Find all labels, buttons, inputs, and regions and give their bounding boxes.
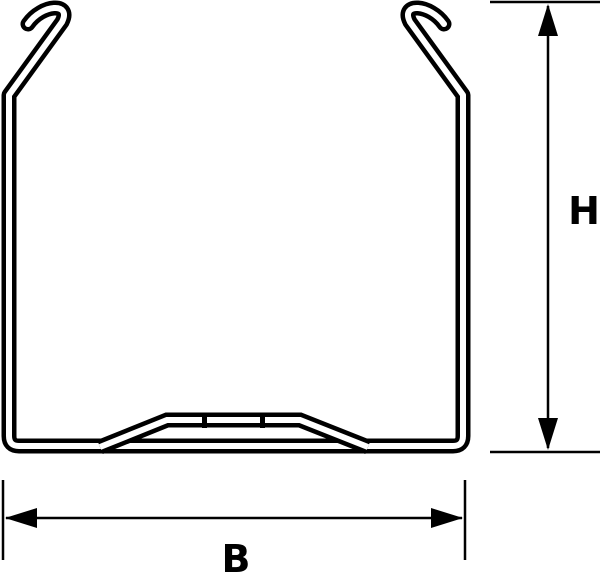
arrow-down-icon <box>538 418 558 450</box>
width-label: B <box>222 537 251 576</box>
arrow-right-icon <box>431 508 463 528</box>
arrow-left-icon <box>5 508 37 528</box>
width-dimension: B <box>1 480 467 576</box>
raised-base-section <box>97 412 371 454</box>
height-label: H <box>568 189 600 233</box>
height-dimension: H <box>490 0 600 454</box>
arrow-up-icon <box>538 4 558 36</box>
trunking-profile <box>1 0 471 454</box>
